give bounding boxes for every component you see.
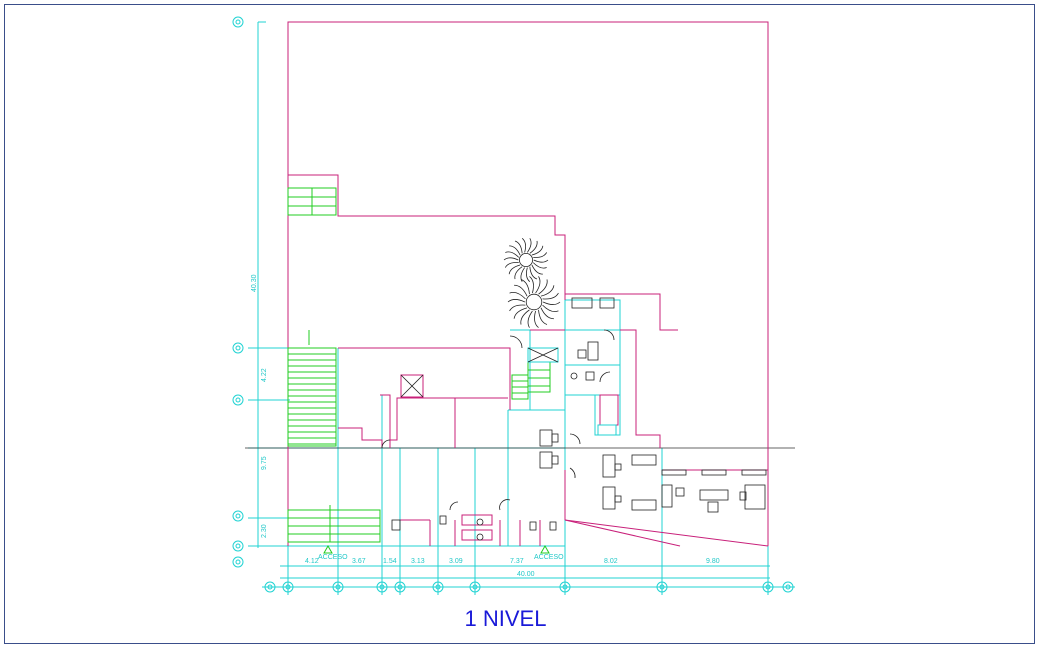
dimension-label: 9.80 xyxy=(706,558,720,565)
dimension-label: 8.02 xyxy=(604,558,618,565)
grid-lines xyxy=(248,21,795,595)
left-dimensions: 40.30 4.22 9.75 2.30 xyxy=(251,274,268,538)
access-label: ACCESO xyxy=(318,554,348,561)
bottom-dimensions: 4.12 3.67 1.54 3.13 3.09 7.37 8.02 9.80 … xyxy=(305,558,720,578)
dimension-label: 3.09 xyxy=(449,558,463,565)
dimension-label: 7.37 xyxy=(510,558,524,565)
dimension-label: 3.13 xyxy=(411,558,425,565)
dimension-label: 2.30 xyxy=(261,524,268,538)
stairs xyxy=(287,187,551,543)
drawing-frame xyxy=(4,4,1035,644)
tree-icon xyxy=(503,238,561,328)
total-dimension-label: 40.00 xyxy=(517,571,535,578)
walls xyxy=(287,21,769,547)
elevator-shafts xyxy=(400,347,617,436)
dimension-label: 4.12 xyxy=(305,558,319,565)
doors xyxy=(381,329,615,511)
dimension-label: 40.30 xyxy=(251,274,258,292)
dimension-label: 3.67 xyxy=(352,558,366,565)
drawing-title: 1 NIVEL xyxy=(464,606,547,631)
access-label: ACCESO xyxy=(534,554,564,561)
dimension-label: 1.54 xyxy=(383,558,397,565)
dimension-label: 4.22 xyxy=(261,368,268,382)
axis-markers xyxy=(232,16,794,593)
dimension-label: 9.75 xyxy=(261,456,268,470)
access-markers: ACCESO ACCESO xyxy=(318,544,564,561)
furniture xyxy=(391,297,767,541)
